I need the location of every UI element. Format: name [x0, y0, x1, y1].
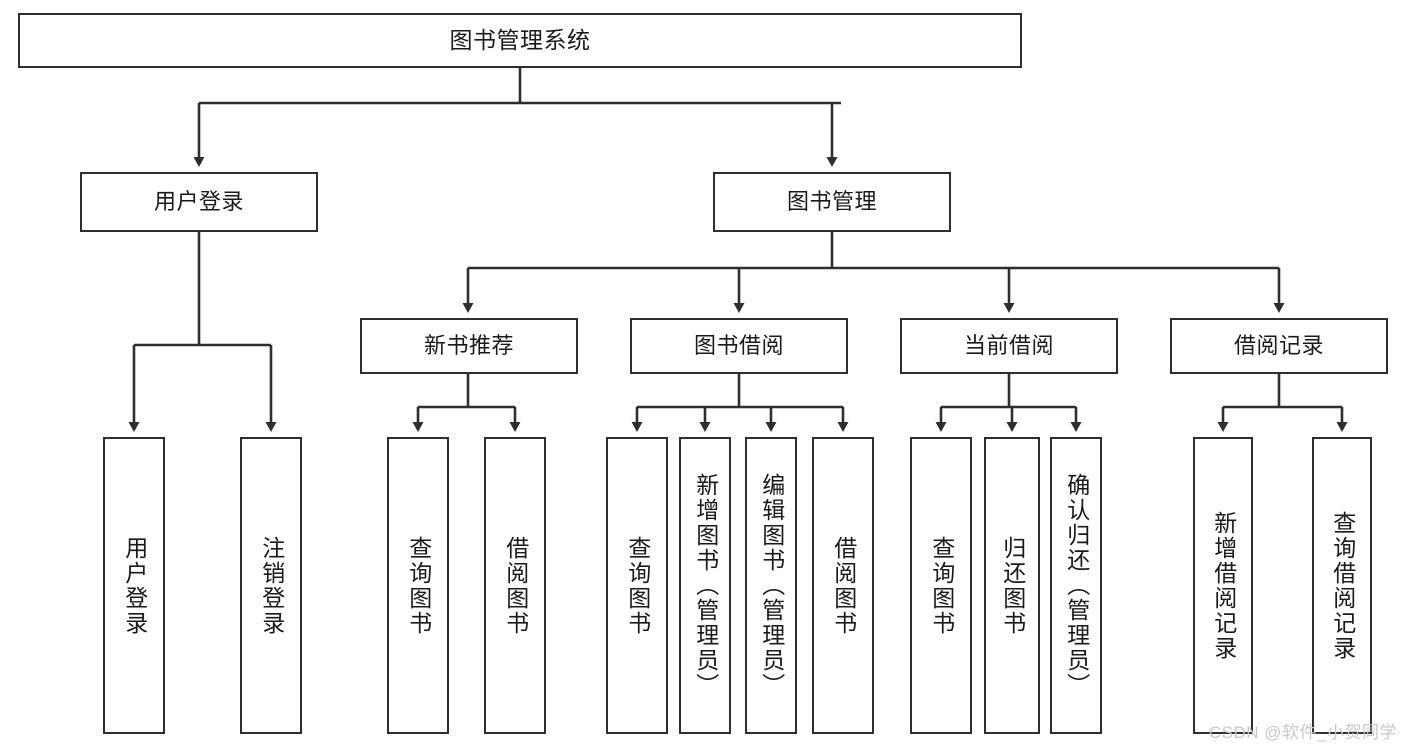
node-leaf-borrow-query-book-label: 查询图书 — [624, 535, 651, 636]
node-root-label: 图书管理系统 — [449, 26, 591, 53]
node-leaf-current-return-book[interactable]: 归还图书 — [984, 437, 1040, 734]
node-leaf-current-confirm-return[interactable]: 确认归还（管理员） — [1050, 437, 1102, 734]
node-current-borrow[interactable]: 当前借阅 — [900, 318, 1118, 374]
node-user-login-label: 用户登录 — [153, 189, 244, 215]
node-leaf-borrow-edit-book[interactable]: 编辑图书（管理员） — [745, 437, 797, 734]
node-leaf-borrow-add-book[interactable]: 新增图书（管理员） — [679, 437, 731, 734]
node-leaf-current-return-book-label: 归还图书 — [999, 535, 1026, 636]
node-book-borrow-label: 图书借阅 — [693, 333, 784, 359]
node-leaf-recommend-borrow-book-label: 借阅图书 — [502, 535, 529, 636]
node-book-management[interactable]: 图书管理 — [713, 172, 951, 232]
node-borrow-record[interactable]: 借阅记录 — [1170, 318, 1388, 374]
watermark: CSDN @软件_小贺同学 — [1208, 723, 1397, 742]
node-leaf-recommend-query-book-label: 查询图书 — [405, 535, 432, 636]
node-leaf-borrow-edit-book-label: 编辑图书（管理员） — [758, 473, 785, 698]
node-leaf-current-query-book[interactable]: 查询图书 — [910, 437, 972, 734]
node-book-management-label: 图书管理 — [786, 189, 877, 215]
node-root[interactable]: 图书管理系统 — [18, 13, 1022, 68]
node-user-login[interactable]: 用户登录 — [80, 172, 318, 232]
node-leaf-borrow-query-book[interactable]: 查询图书 — [606, 437, 668, 734]
node-leaf-record-add[interactable]: 新增借阅记录 — [1193, 437, 1253, 734]
node-borrow-record-label: 借阅记录 — [1233, 333, 1324, 359]
node-book-borrow[interactable]: 图书借阅 — [630, 318, 848, 374]
node-leaf-record-query[interactable]: 查询借阅记录 — [1312, 437, 1372, 734]
node-new-book-recommend[interactable]: 新书推荐 — [360, 318, 578, 374]
node-leaf-user-logout-label: 注销登录 — [258, 535, 285, 636]
node-leaf-borrow-borrow-book[interactable]: 借阅图书 — [812, 437, 874, 734]
node-leaf-borrow-add-book-label: 新增图书（管理员） — [692, 473, 719, 698]
node-leaf-recommend-query-book[interactable]: 查询图书 — [387, 437, 449, 734]
node-leaf-user-login-label: 用户登录 — [121, 535, 148, 636]
node-leaf-borrow-borrow-book-label: 借阅图书 — [830, 535, 857, 636]
node-leaf-current-confirm-return-label: 确认归还（管理员） — [1063, 473, 1090, 698]
node-leaf-user-logout[interactable]: 注销登录 — [240, 437, 302, 734]
node-new-book-recommend-label: 新书推荐 — [423, 333, 514, 359]
node-current-borrow-label: 当前借阅 — [963, 333, 1054, 359]
node-leaf-recommend-borrow-book[interactable]: 借阅图书 — [484, 437, 546, 734]
node-leaf-user-login[interactable]: 用户登录 — [103, 437, 165, 734]
node-leaf-record-add-label: 新增借阅记录 — [1210, 510, 1237, 661]
node-leaf-current-query-book-label: 查询图书 — [928, 535, 955, 636]
node-leaf-record-query-label: 查询借阅记录 — [1329, 510, 1356, 661]
